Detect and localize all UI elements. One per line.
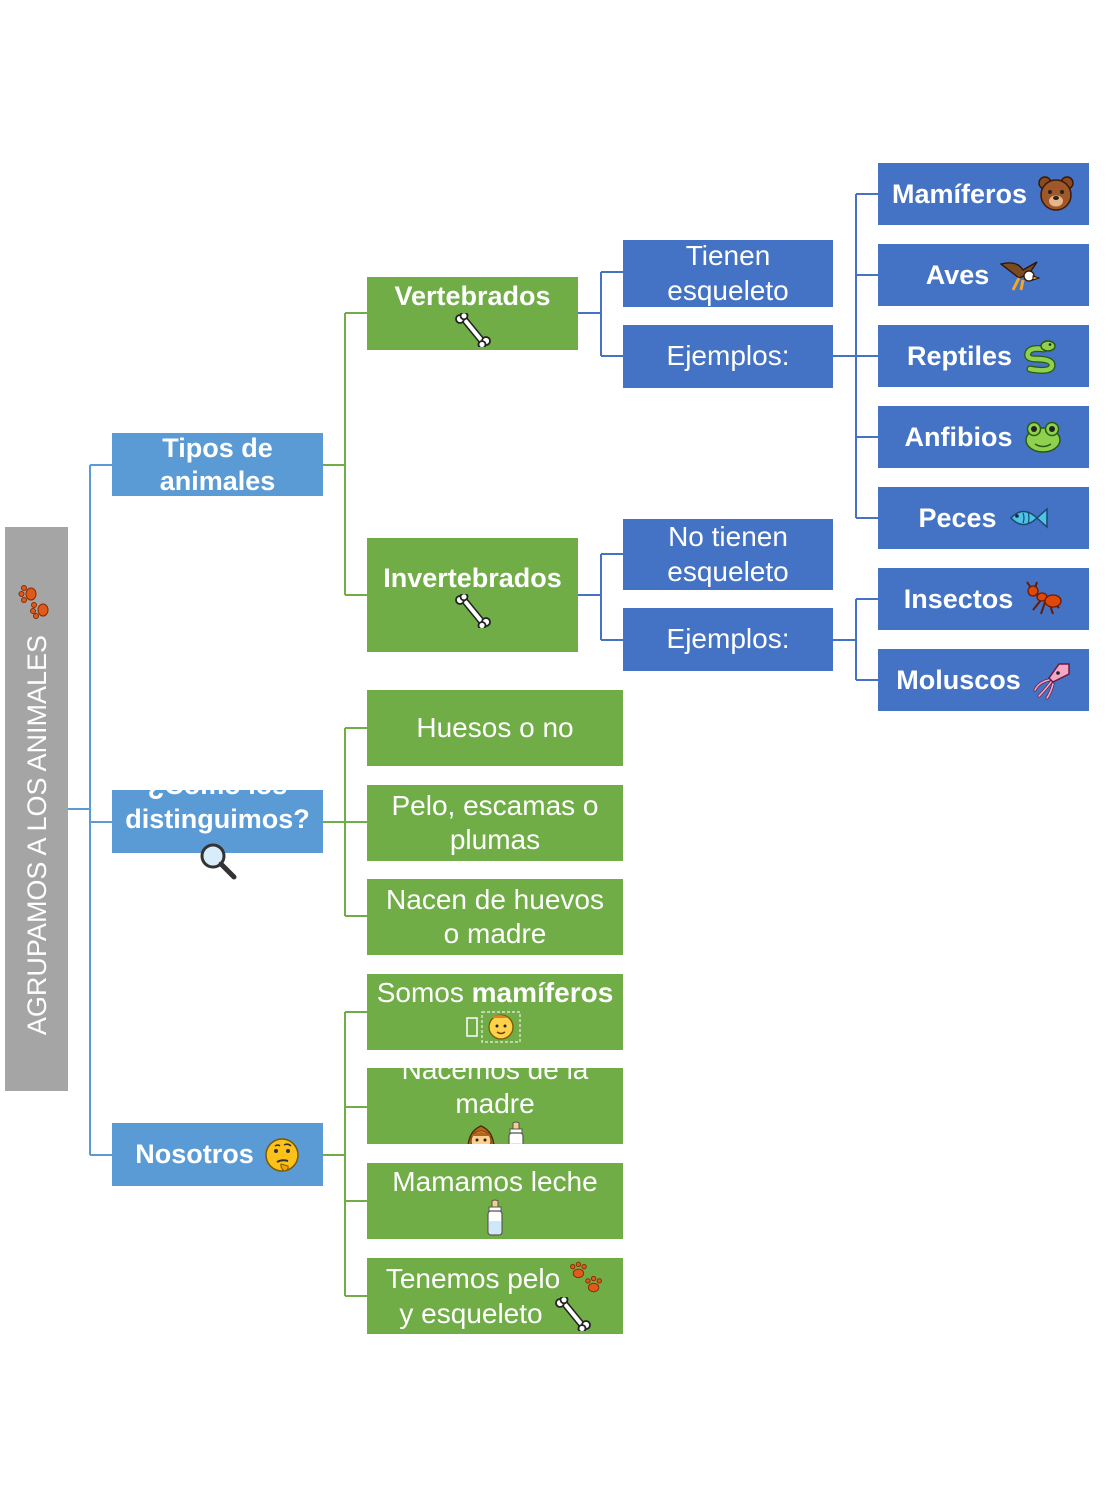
magnifier-icon <box>198 842 238 880</box>
example-insectos[interactable]: Insectos <box>878 568 1089 630</box>
example-aves[interactable]: Aves <box>878 244 1089 306</box>
paw-prints-icon <box>568 1261 604 1297</box>
criterion-pelo-escamas-plumas[interactable]: Pelo, escamas o plumas <box>367 785 623 861</box>
ant-icon <box>1023 580 1063 618</box>
example-mamiferos[interactable]: Mamíferos <box>878 163 1089 225</box>
nosotros-mamamos-leche[interactable]: Mamamos leche <box>367 1163 623 1239</box>
node-label: Ejemplos: <box>666 340 790 372</box>
nosotros-nacemos[interactable]: Nacemos de la madre <box>367 1068 623 1144</box>
item-label: Mamamos leche <box>392 1165 598 1197</box>
fish-icon <box>1007 503 1049 533</box>
item-label: Nacemos de la madre <box>401 1068 589 1119</box>
criterion-huesos[interactable]: Huesos o no <box>367 690 623 766</box>
squid-icon <box>1031 660 1071 700</box>
node-label: Vertebrados <box>394 281 551 312</box>
node-ejemplos-vertebrados[interactable]: Ejemplos: <box>623 325 833 388</box>
node-label: Invertebrados <box>383 562 562 593</box>
item-label: y esqueleto <box>399 1297 543 1329</box>
example-label: Moluscos <box>896 664 1021 695</box>
frog-icon <box>1023 420 1063 454</box>
example-label: Mamíferos <box>891 178 1028 209</box>
baby-bottle-icon <box>485 1199 505 1237</box>
node-ejemplos-invertebrados[interactable]: Ejemplos: <box>623 608 833 671</box>
woman-icon <box>464 1122 498 1144</box>
example-label: Peces <box>918 502 997 533</box>
nosotros-tenemos-pelo[interactable]: Tenemos pelo y esqueleto <box>367 1258 623 1334</box>
topic-como-los-distinguimos[interactable]: ¿Cómo los distinguimos? <box>112 790 323 853</box>
criterion-nacen[interactable]: Nacen de huevos o madre <box>367 879 623 955</box>
item-label-bold: mamíferos <box>471 977 614 1008</box>
topic-label-overflow: ¿Cómo los <box>112 790 323 802</box>
baby-bottle-icon <box>506 1121 526 1144</box>
root-topic[interactable]: AGRUPAMOS A LOS ANIMALES <box>5 527 68 1091</box>
node-no-tienen-esqueleto[interactable]: No tienen esqueleto <box>623 519 833 590</box>
criterion-label: Pelo, escamas o plumas <box>391 789 599 855</box>
example-anfibios[interactable]: Anfibios <box>878 406 1089 468</box>
example-label: Reptiles <box>906 340 1013 371</box>
topic-label: distinguimos? <box>125 804 310 834</box>
bone-icon <box>454 312 491 347</box>
bear-icon <box>1037 175 1075 213</box>
bone-icon <box>554 1297 591 1331</box>
example-reptiles[interactable]: Reptiles <box>878 325 1089 387</box>
item-label: Somos <box>376 977 464 1008</box>
example-label: Insectos <box>903 583 1014 614</box>
node-invertebrados[interactable]: Invertebrados <box>367 538 578 652</box>
root-label: AGRUPAMOS A LOS ANIMALES <box>21 634 51 1036</box>
node-tienen-esqueleto[interactable]: Tienen esqueleto <box>623 240 833 307</box>
topic-nosotros[interactable]: Nosotros <box>112 1123 323 1186</box>
node-label: Ejemplos: <box>666 623 790 655</box>
example-label: Aves <box>925 259 990 290</box>
snake-icon <box>1022 337 1060 375</box>
example-moluscos[interactable]: Moluscos <box>878 649 1089 711</box>
thinking-face-icon <box>264 1137 300 1173</box>
bone-icon <box>454 594 491 629</box>
node-label: No tienen esqueleto <box>667 521 789 587</box>
example-peces[interactable]: Peces <box>878 487 1089 549</box>
paw-prints-icon <box>18 583 56 621</box>
topic-label: Nosotros <box>135 1139 254 1170</box>
eagle-icon <box>999 258 1041 292</box>
topic-label: Tipos de animales <box>159 433 276 496</box>
node-label: Tienen esqueleto <box>667 240 789 306</box>
baby-icon <box>465 1010 525 1044</box>
item-label: Tenemos pelo <box>385 1262 561 1294</box>
criterion-label: Huesos o no <box>416 711 574 743</box>
example-label: Anfibios <box>904 421 1013 452</box>
nosotros-somos-mamiferos[interactable]: Somos mamíferos <box>367 974 623 1050</box>
criterion-label: Nacen de huevos o madre <box>386 883 604 949</box>
node-vertebrados[interactable]: Vertebrados <box>367 277 578 350</box>
topic-tipos-de-animales[interactable]: Tipos de animales <box>112 433 323 496</box>
